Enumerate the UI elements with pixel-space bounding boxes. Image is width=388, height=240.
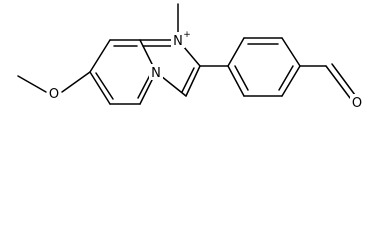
- bridgehead-nitrogen-label: N: [151, 66, 161, 81]
- double-bond-cho-o: [331, 63, 356, 96]
- positive-charge-label: +: [183, 30, 191, 40]
- bond-c7-o: [61, 71, 91, 93]
- bond-ph1-ph2: [227, 37, 245, 67]
- double-bond-ph6-ph1: [234, 65, 249, 91]
- bond-c8-c7: [89, 39, 111, 73]
- bond-ph6-ph1: [227, 65, 245, 97]
- aldehyde-group: [299, 63, 356, 99]
- bond-c7-c6: [89, 71, 111, 105]
- methoxy-oxygen-label: O: [49, 87, 59, 102]
- double-bond-c5-n4: [137, 74, 151, 99]
- double-bond-c7-c6: [95, 72, 114, 100]
- bond-o-methyl: [17, 75, 47, 93]
- pyridine-ring: [89, 39, 157, 105]
- bond-ph3-ph4: [281, 37, 301, 67]
- double-bond-ph4-ph5: [278, 65, 294, 91]
- aldehyde-oxygen-label: O: [352, 96, 362, 111]
- chemical-structure-diagram: N + N O O: [17, 3, 363, 111]
- benzene-ring: [199, 37, 301, 97]
- methoxy-group: [17, 71, 91, 93]
- bond-c2-c3: [185, 65, 201, 97]
- bond-cho-o: [325, 65, 351, 99]
- bond-ph4-ph5: [281, 65, 301, 97]
- ring-nitrogen-label: N: [173, 34, 183, 49]
- double-bond-c2-c3: [181, 67, 195, 93]
